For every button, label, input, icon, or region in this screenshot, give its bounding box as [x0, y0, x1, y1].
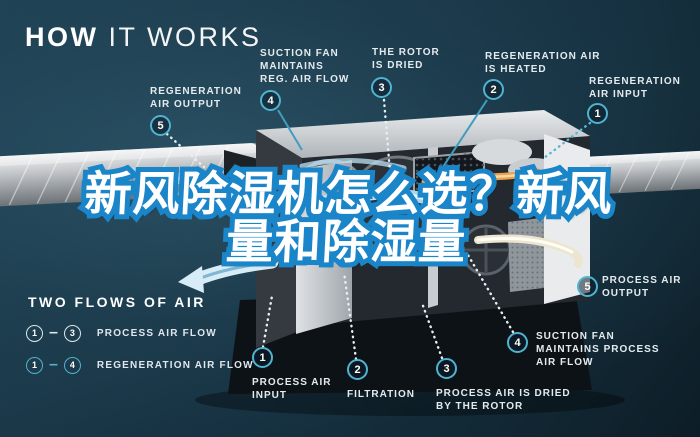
badge-reg-air-heated: 2 [483, 79, 504, 100]
label-process-air-input: PROCESS AIR INPUT [252, 377, 332, 402]
label-rotor-dried: THE ROTOR IS DRIED [372, 47, 440, 72]
label-reg-air-input: REGENERATION AIR INPUT [589, 76, 681, 101]
label-suction-fan-process: SUCTION FAN MAINTAINS PROCESS AIR FLOW [536, 331, 660, 369]
legend-circle-3-white: 3 [63, 324, 81, 342]
badge-reg-air-input: 1 [587, 103, 608, 124]
label-reg-air-heated: REGENERATION AIR IS HEATED [485, 51, 601, 76]
legend-circle-4-cyan: 4 [63, 356, 81, 374]
process-fan [460, 224, 512, 276]
badge-suction-fan-reg: 4 [260, 90, 281, 111]
legend-label-process: PROCESS AIR FLOW [96, 327, 217, 339]
leader-lines [165, 98, 592, 361]
title-it-works: IT WORKS [98, 22, 262, 52]
badge-process-air-output: 5 [577, 276, 598, 297]
heater-grille [413, 150, 485, 198]
right-duct [577, 150, 700, 195]
legend-label-regeneration: REGENERATION AIR FLOW [96, 359, 254, 371]
legend-row-process: 1 – 3 PROCESS AIR FLOW [26, 324, 217, 342]
badge-reg-air-output: 5 [150, 115, 171, 136]
badge-filtration: 2 [347, 359, 368, 380]
title-how: HOW [25, 22, 99, 52]
legend-heading: TWO FLOWS OF AIR [28, 294, 206, 310]
badge-process-air-dried: 3 [436, 358, 457, 379]
badge-suction-fan-process: 4 [507, 332, 528, 353]
front-door [296, 160, 352, 334]
airflow-ribbons [94, 158, 611, 293]
label-filtration: FILTRATION [347, 389, 415, 400]
label-process-air-output: PROCESS AIR OUTPUT [602, 275, 682, 300]
duct-cone [224, 150, 262, 202]
label-process-air-dried: PROCESS AIR IS DRIED BY THE ROTOR [436, 388, 571, 413]
page-title: HOW IT WORKS [25, 22, 262, 53]
legend-dash: – [49, 324, 58, 341]
badge-process-air-input: 1 [252, 347, 273, 368]
legend-dash: – [49, 356, 58, 373]
legend-circle-1-white: 1 [26, 324, 43, 342]
label-suction-fan-reg: SUCTION FAN MAINTAINS REG. AIR FLOW [260, 48, 350, 86]
legend-row-regeneration: 1 – 4 REGENERATION AIR FLOW [26, 356, 254, 374]
legend-circle-1-cyan: 1 [26, 356, 43, 374]
badge-rotor-dried: 3 [371, 77, 392, 98]
label-regeneration-air-output: REGENERATION AIR OUTPUT [150, 86, 242, 111]
